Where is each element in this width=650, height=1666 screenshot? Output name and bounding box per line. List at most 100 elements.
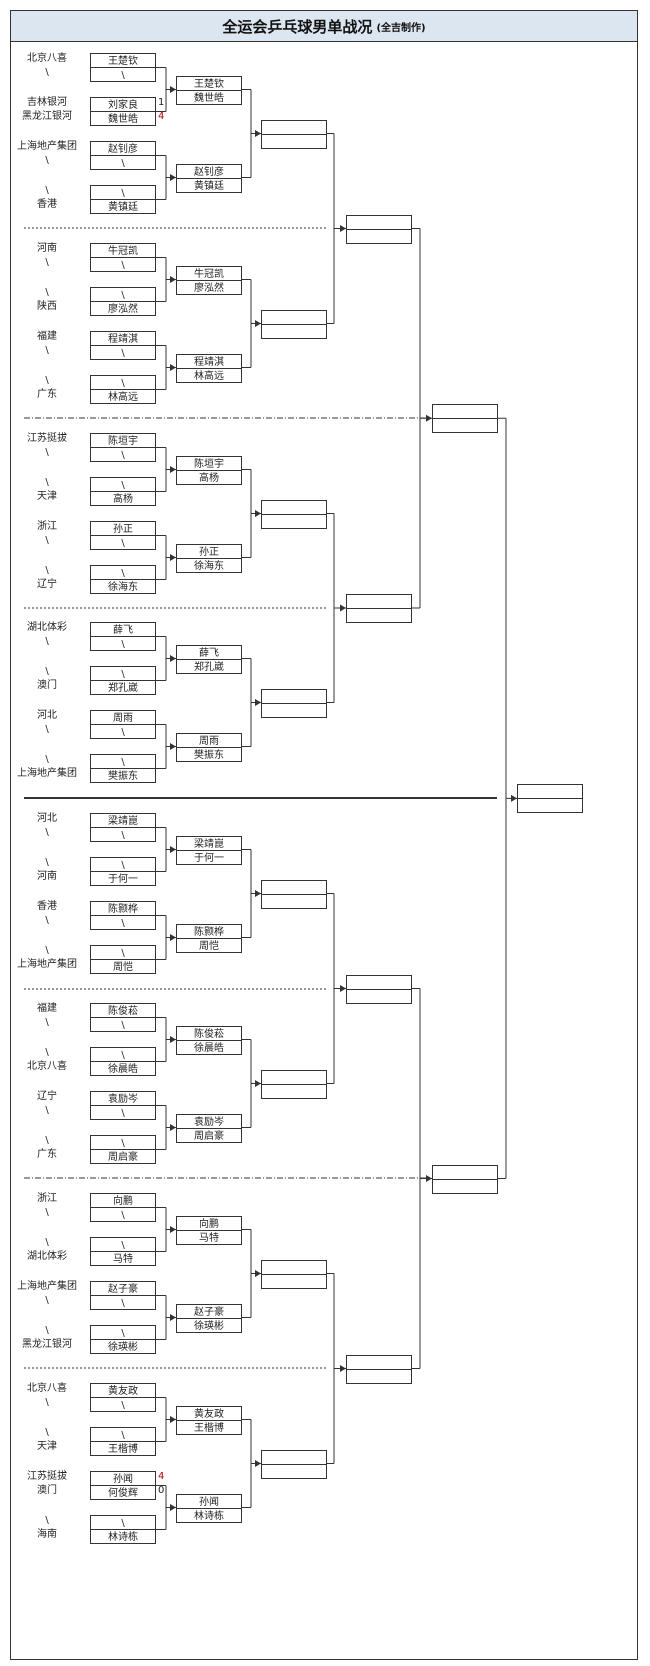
team-label: 辽宁 (37, 579, 57, 590)
team-label: 北京八喜 (27, 1061, 67, 1072)
team-label: \ (45, 1135, 49, 1146)
team-label: 上海地产集团 (17, 1281, 77, 1292)
player-slot: 樊振东 (90, 768, 156, 783)
team-label: \ (45, 565, 49, 576)
team-label: \ (45, 535, 49, 546)
player-slot (346, 1354, 412, 1370)
player-slot (432, 404, 498, 420)
arrow-icon (255, 699, 261, 706)
arrow-icon (340, 604, 346, 612)
player-slot: 周启豪 (90, 1149, 156, 1164)
arrow-icon (170, 276, 176, 283)
team-label: 河南 (37, 871, 57, 882)
player-slot (261, 879, 327, 895)
arrow-icon (340, 985, 346, 992)
arrow-icon (511, 794, 517, 802)
player-slot: 陈俊菘 (176, 1025, 242, 1041)
player-slot: 徐晨皓 (90, 1061, 156, 1076)
team-label: \ (45, 915, 49, 926)
team-label: \ (45, 67, 49, 78)
player-slot: 周恺 (176, 937, 242, 953)
player-slot (261, 323, 327, 339)
team-label: \ (45, 1325, 49, 1336)
player-slot: \ (90, 1207, 156, 1222)
team-label: 湖北体彩 (27, 622, 67, 633)
player-slot: 王楚钦 (90, 53, 156, 68)
team-label: 湖北体彩 (27, 1251, 67, 1262)
team-label: \ (45, 1427, 49, 1438)
player-slot (432, 1178, 498, 1194)
page-subtitle: (全吉制作) (376, 22, 426, 34)
player-slot: \ (90, 257, 156, 272)
arrow-icon (170, 655, 176, 662)
player-slot (432, 418, 498, 434)
player-slot: 黄友政 (176, 1405, 242, 1421)
player-slot (346, 988, 412, 1004)
player-slot: 刘家良 (90, 97, 156, 112)
team-label: 广东 (37, 1149, 57, 1160)
player-slot (346, 608, 412, 623)
player-slot: 徐晨皓 (176, 1039, 242, 1055)
player-slot: \ (90, 287, 156, 302)
team-label: \ (45, 1047, 49, 1058)
team-label: \ (45, 945, 49, 956)
team-label: 海南 (37, 1529, 57, 1540)
arrow-icon (255, 510, 261, 517)
player-slot: 孙正 (176, 543, 242, 559)
player-slot: \ (90, 447, 156, 462)
player-slot (517, 784, 583, 800)
team-label: 香港 (37, 199, 57, 210)
player-slot (261, 1463, 327, 1479)
arrow-icon (170, 554, 176, 561)
player-slot: 赵钊彦 (90, 141, 156, 156)
player-slot (261, 1083, 327, 1099)
team-label: 陕西 (37, 301, 57, 312)
team-label: 上海地产集团 (17, 141, 77, 152)
arrow-icon (340, 1365, 346, 1372)
player-slot: 于何一 (90, 871, 156, 886)
team-label: 香港 (37, 901, 57, 912)
player-slot: 孙闻 (176, 1493, 242, 1509)
player-slot: \ (90, 857, 156, 872)
arrow-icon (255, 320, 261, 327)
player-slot: 林诗栋 (90, 1529, 156, 1544)
player-slot: 高杨 (90, 491, 156, 506)
player-slot: 魏世皓 (90, 111, 156, 126)
player-slot: 薛飞 (90, 622, 156, 637)
team-label: 河南 (37, 243, 57, 254)
player-slot: 林高远 (176, 367, 242, 383)
title-bar: 全运会乒乓球男单战况 (全吉制作) (11, 11, 637, 42)
player-slot (261, 1449, 327, 1465)
team-label: 北京八喜 (27, 53, 67, 64)
team-label: 河北 (37, 710, 57, 721)
arrow-icon (340, 225, 346, 232)
player-slot: 徐瑛彬 (90, 1339, 156, 1354)
team-label: \ (45, 185, 49, 196)
player-slot: 袁励岑 (176, 1113, 242, 1129)
player-slot: 程靖淇 (90, 331, 156, 346)
team-label: 黑龙江银河 (22, 1339, 72, 1350)
player-slot: 程靖淇 (176, 353, 242, 369)
player-slot: \ (90, 535, 156, 550)
player-slot: 薛飞 (176, 644, 242, 660)
team-label: 辽宁 (37, 1091, 57, 1102)
team-label: 福建 (37, 1003, 57, 1014)
player-slot: 黄友政 (90, 1383, 156, 1398)
player-slot: \ (90, 345, 156, 360)
team-label: \ (45, 1515, 49, 1526)
team-label: \ (45, 754, 49, 765)
player-slot: \ (90, 754, 156, 769)
player-slot: 徐海东 (176, 557, 242, 573)
player-slot: \ (90, 1135, 156, 1150)
team-label: 天津 (37, 491, 57, 502)
team-label: 江苏挺拔 (27, 1471, 67, 1482)
player-slot: 梁靖崑 (176, 835, 242, 851)
player-slot: \ (90, 1427, 156, 1442)
team-label: 浙江 (37, 521, 57, 532)
player-slot: \ (90, 1325, 156, 1340)
player-slot (346, 1368, 412, 1384)
arrow-icon (170, 934, 176, 941)
player-slot: 向鹏 (90, 1193, 156, 1208)
team-label: 上海地产集团 (17, 768, 77, 779)
